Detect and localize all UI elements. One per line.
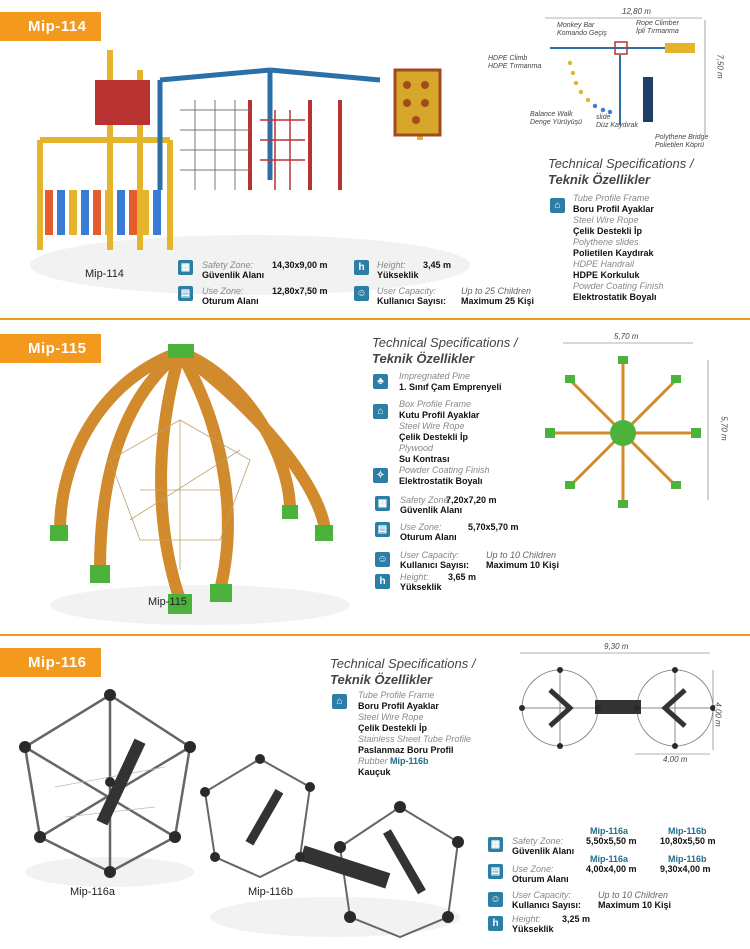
plan-depth: 7,50 m xyxy=(715,54,725,79)
frame-icon: ⌂ xyxy=(373,404,388,419)
plan-width: 5,70 m xyxy=(614,332,639,341)
product-caption: Mip-116a xyxy=(70,886,116,898)
user-capacity-row: User Capacity:Kullanıcı Sayısı: Up to 10… xyxy=(512,890,672,910)
product-caption: Mip-114 xyxy=(85,268,124,280)
mip-115-plan xyxy=(545,342,709,508)
plan-width: 9,30 m xyxy=(604,642,629,651)
user-capacity-icon: ☺ xyxy=(488,892,503,907)
user-capacity-icon: ☺ xyxy=(375,552,390,567)
safety-zone-row: Safety Zone:Güvenlik Alanı 14,30x9,00 m xyxy=(202,260,328,280)
pine-icon: ♣ xyxy=(373,374,388,389)
frame-icon: ⌂ xyxy=(332,694,347,709)
use-zone-icon: ▤ xyxy=(178,286,193,301)
mip-114-illustration xyxy=(30,50,470,295)
coating-icon: ✧ xyxy=(373,468,388,483)
use-zone-row: Use Zone:Oturum Alanı 5,70x5,70 m xyxy=(400,522,519,542)
product-caption: Mip-116b xyxy=(248,886,294,898)
product-tag: Mip-114 xyxy=(0,12,101,41)
height-row: Height:Yükseklik 3,45 m xyxy=(377,260,452,280)
safety-zone-row: Safety Zone:Güvenlik Alanı 5,50x5,50 m 1… xyxy=(512,836,716,856)
product-tag: Mip-115 xyxy=(0,334,101,363)
product-tag: Mip-116 xyxy=(0,648,101,677)
user-capacity-row: User Capacity:Kullanıcı Sayısı: Up to 10… xyxy=(400,550,560,570)
plan-width: 12,80 m xyxy=(622,7,651,16)
height-icon: h xyxy=(375,574,390,589)
section-divider xyxy=(0,318,750,320)
use-zone-icon: ▤ xyxy=(488,864,503,879)
section-mip-116: Mip-116 Mip-116a Mip-116b Tec xyxy=(0,642,750,949)
section-divider xyxy=(0,634,750,636)
mip-116b-illustration xyxy=(200,754,464,939)
column-header-b: Mip-116b xyxy=(668,826,707,836)
use-zone-row: Use Zone:Oturum Alanı 4,00x4,00 m 9,30x4… xyxy=(512,864,711,884)
mip-116a-illustration xyxy=(19,689,196,887)
column-header-a: Mip-116a xyxy=(590,826,629,836)
safety-zone-icon: ▦ xyxy=(178,260,193,275)
spec-title: Technical Specifications /Teknik Özellik… xyxy=(372,335,518,366)
column-header-a: Mip-116a xyxy=(590,854,629,864)
user-capacity-row: User Capacity:Kullanıcı Sayısı: Up to 25… xyxy=(377,286,535,306)
plan-sub-width: 4,00 m xyxy=(663,755,688,764)
height-icon: h xyxy=(354,260,369,275)
safety-zone-icon: ▦ xyxy=(488,837,503,852)
height-row: Height:Yükseklik 3,65 m xyxy=(400,572,477,592)
mip-115-illustration xyxy=(50,344,350,625)
section-mip-114: Mip-114 xyxy=(0,0,750,318)
plan-depth: 5,70 m xyxy=(719,416,729,441)
plan-depth: 4,00 m xyxy=(713,702,723,727)
safety-zone-icon: ▦ xyxy=(375,496,390,511)
column-header-b: Mip-116b xyxy=(668,854,707,864)
mip-114-plan xyxy=(545,17,706,135)
use-zone-icon: ▤ xyxy=(375,522,390,537)
height-icon: h xyxy=(488,916,503,931)
section-mip-115: Mip-115 Mip-115 Technical Specifications… xyxy=(0,326,750,632)
spec-title: Technical Specifications /Teknik Özellik… xyxy=(548,156,694,187)
safety-zone-row: Safety Zone:Güvenlik Alanı 7,20x7,20 m xyxy=(400,495,497,515)
product-caption: Mip-115 xyxy=(148,596,187,608)
mip-116-plan xyxy=(519,652,715,755)
spec-title: Technical Specifications /Teknik Özellik… xyxy=(330,656,476,687)
height-row: Height:Yükseklik 3,25 m xyxy=(512,914,591,934)
use-zone-row: Use Zone:Oturum Alanı 12,80x7,50 m xyxy=(202,286,328,306)
user-capacity-icon: ☺ xyxy=(354,286,369,301)
frame-icon: ⌂ xyxy=(550,198,565,213)
